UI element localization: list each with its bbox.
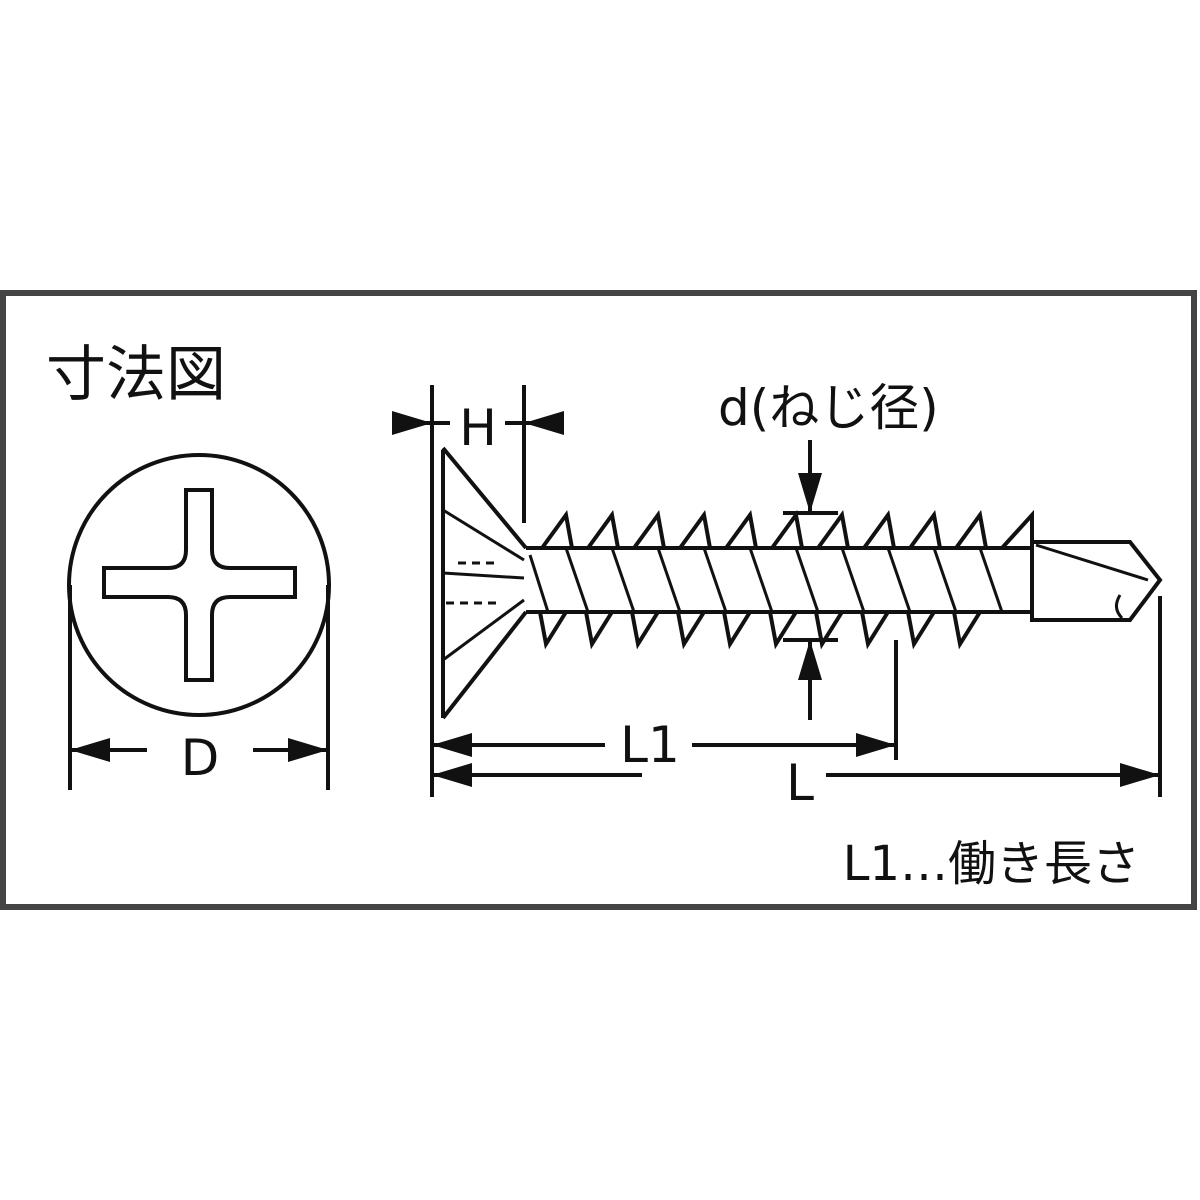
label-H: H [459,399,497,457]
label-D: D [181,729,220,787]
phillips-cross-icon [102,488,297,682]
diagram-title: 寸法図 [46,340,226,410]
screw-side-view [430,385,1163,797]
label-L: L [786,754,814,812]
label-thread-diameter: d(ねじ径) [718,379,939,437]
diagram-frame [0,290,1197,910]
dimension-d [783,440,838,720]
label-L1: L1 [620,716,680,774]
note-working-length: L1…働き長さ [843,836,1140,892]
